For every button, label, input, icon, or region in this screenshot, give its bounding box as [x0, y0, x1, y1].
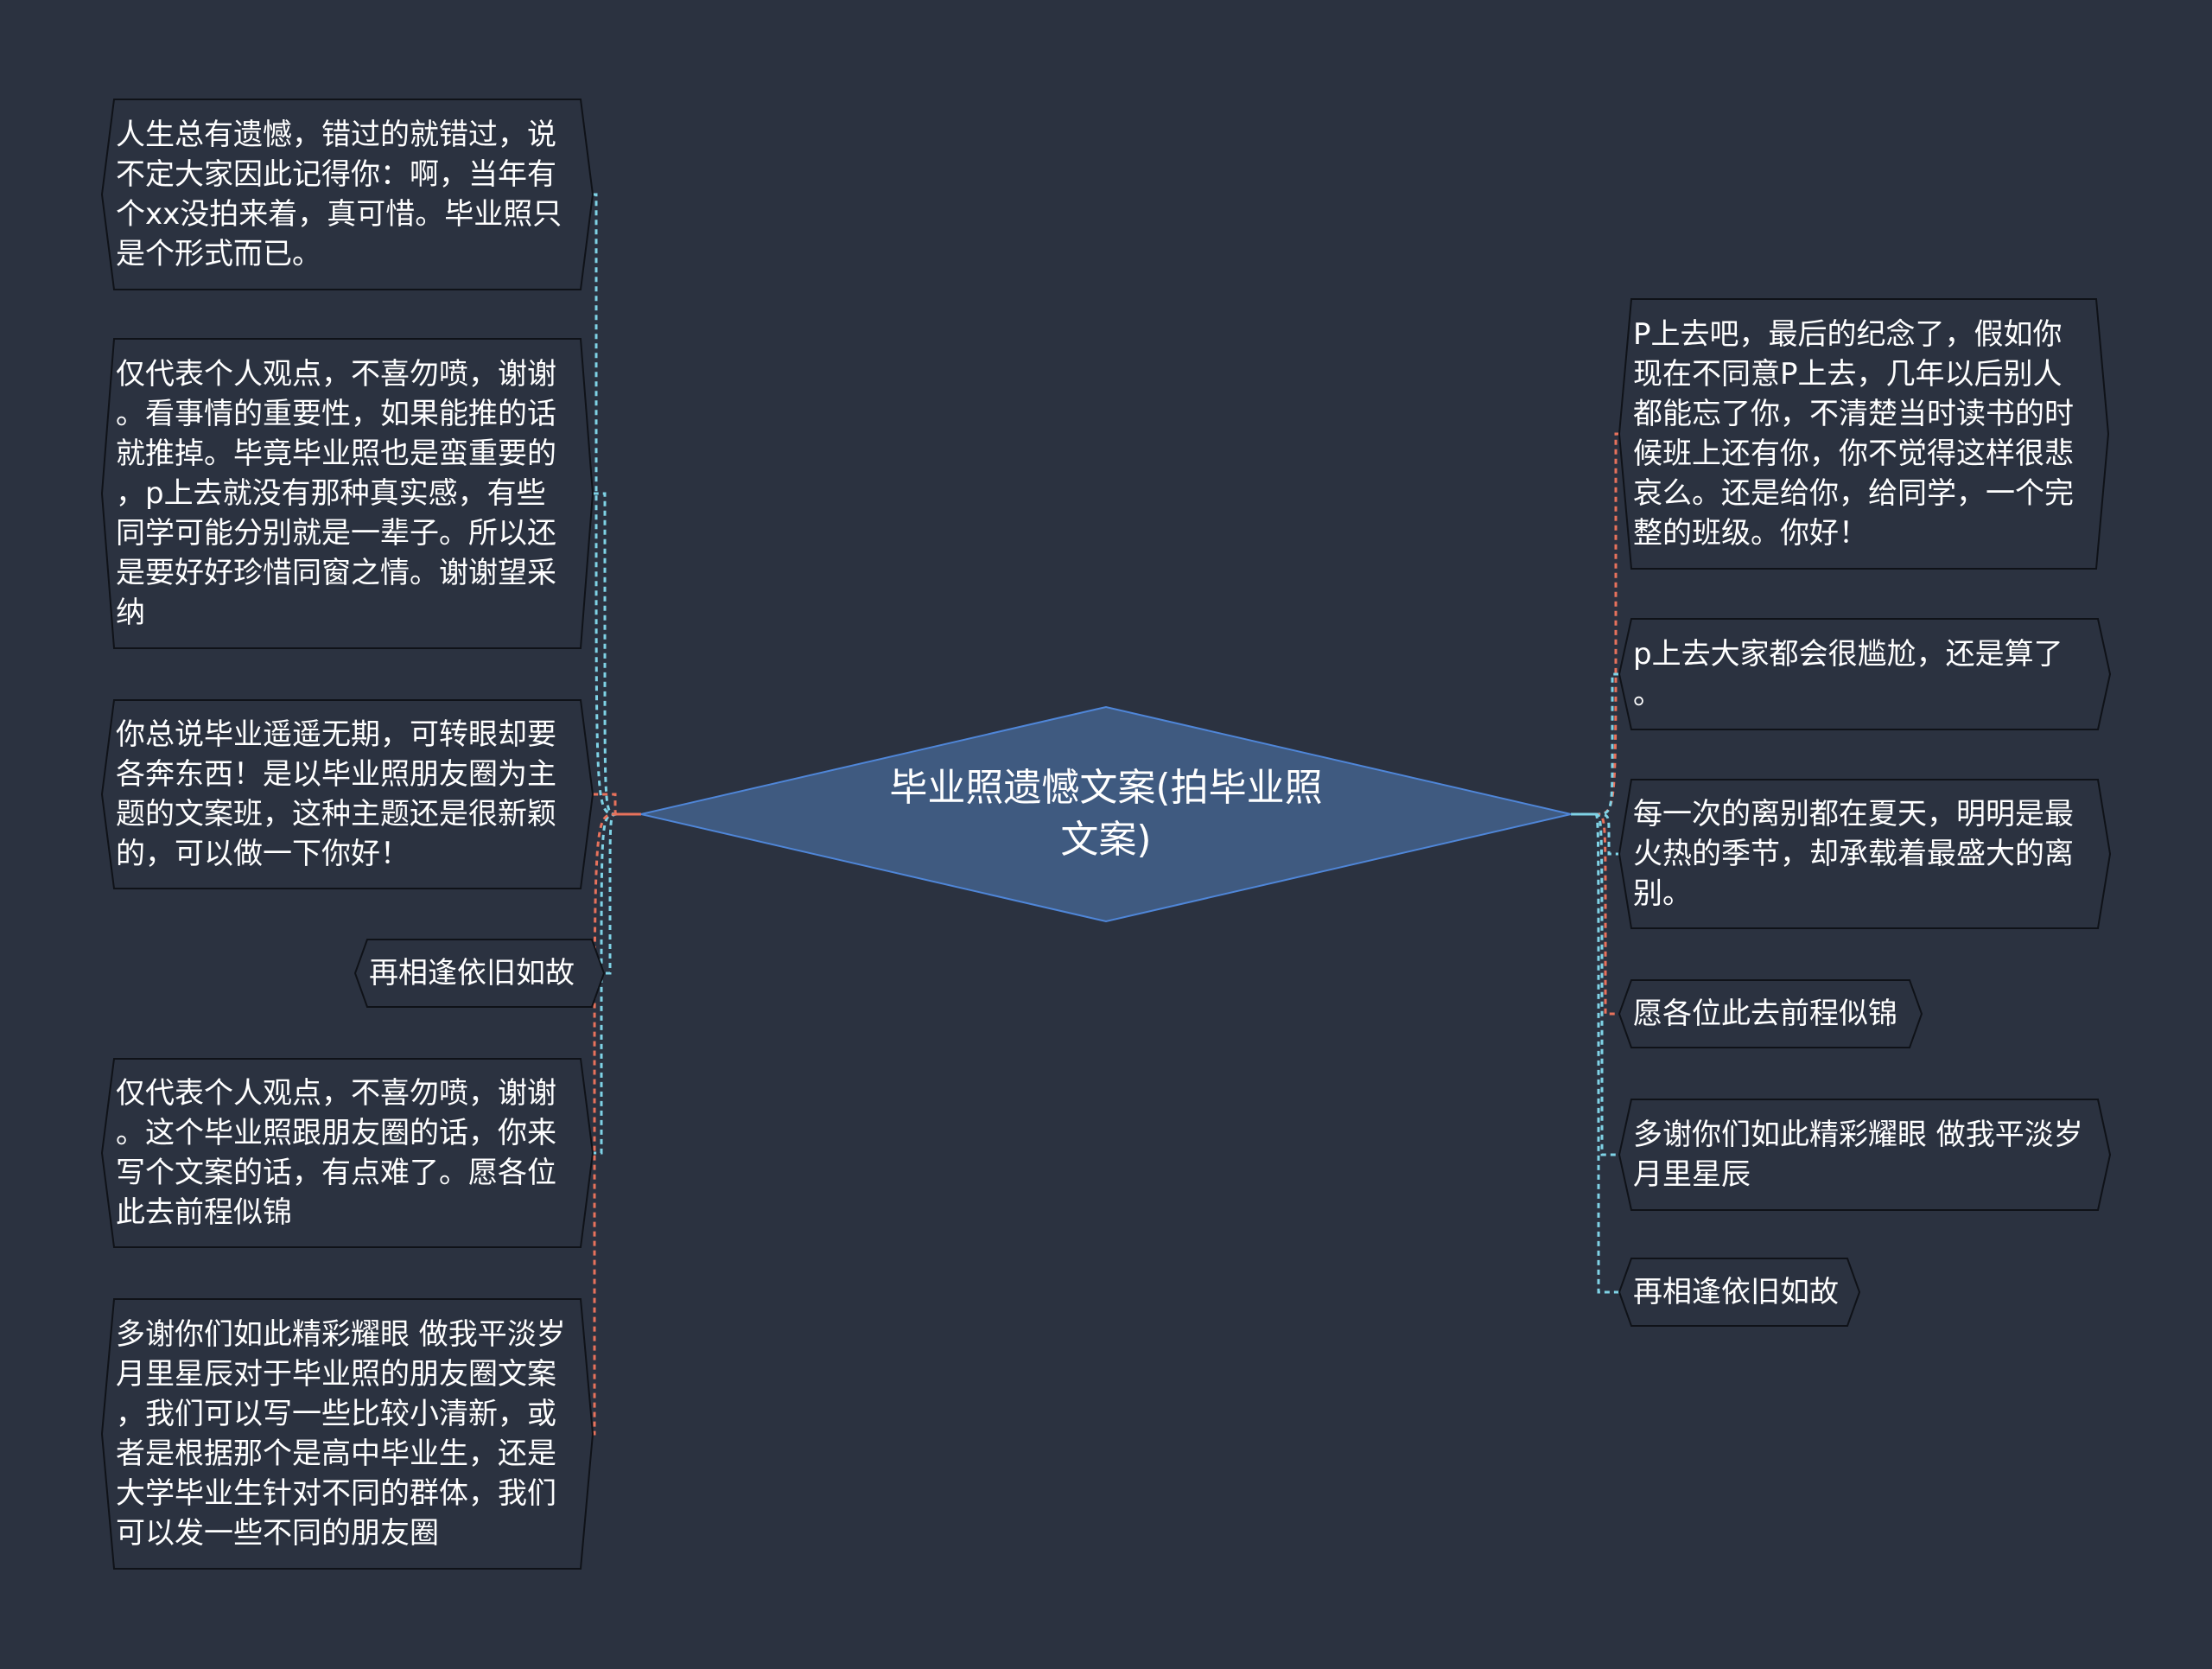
left-node-2-shape[interactable] — [100, 338, 594, 649]
right-node-4-text: 愿各位此去前程似锦 — [1633, 997, 1897, 1031]
left-node-5-text: 仅代表个人观点，不喜勿喷，谢谢 。这个毕业照跟朋友圈的话，你来 写个文案的话，有… — [116, 1076, 556, 1230]
right-node-1-text: P上去吧，最后的纪念了，假如你 现在不同意P上去，几年以后别人 都能忘了你，不清… — [1633, 317, 2074, 551]
center-node-shape[interactable] — [640, 705, 1572, 923]
left-node-5-shape[interactable] — [100, 1058, 594, 1248]
left-connector-6 — [589, 812, 618, 1436]
left-node-1-text: 人生总有遗憾，错过的就错过，说 不定大家因此记得你：啊，当年有 个xx没拍来着，… — [116, 118, 563, 271]
right-node-5-text: 多谢你们如此精彩耀眼 做我平淡岁 月里星辰 — [1633, 1118, 2083, 1192]
left-node-1-shape[interactable] — [100, 99, 594, 290]
left-node-4-text: 再相逢依旧如故 — [369, 956, 575, 991]
right-connector-5 — [1594, 812, 1623, 1156]
left-node-3-text: 你总说毕业遥遥无期，可转眼却要 各奔东西！是以毕业照朋友圈为主 题的文案班，这种… — [116, 717, 556, 871]
right-node-1-shape[interactable] — [1618, 298, 2110, 570]
right-connector-1 — [1594, 432, 1623, 816]
left-node-6-shape[interactable] — [100, 1298, 594, 1570]
left-connector-2 — [589, 492, 618, 816]
left-node-6-text: 多谢你们如此精彩耀眼 做我平淡岁 月里星辰对于毕业照的朋友圈文案 ，我们可以写一… — [116, 1317, 566, 1551]
right-node-4-shape[interactable] — [1618, 979, 1923, 1048]
left-node-3-shape[interactable] — [100, 699, 594, 889]
right-connector-6 — [1594, 812, 1623, 1294]
right-connector-2 — [1594, 672, 1623, 816]
right-node-2-text: p上去大家都会很尴尬，还是算了 。 — [1633, 637, 2063, 711]
right-node-6-shape[interactable] — [1618, 1258, 1861, 1327]
right-node-5-shape[interactable] — [1618, 1099, 2112, 1211]
left-node-2-text: 仅代表个人观点，不喜勿喷，谢谢 。看事情的重要性，如果能推的话 就推掉。毕竟毕业… — [116, 357, 556, 630]
right-node-2-shape[interactable] — [1618, 618, 2112, 730]
right-node-3-text: 每一次的离别都在夏天，明明是最 火热的季节，却承载着最盛大的离 别。 — [1633, 797, 2074, 911]
left-connector-1 — [589, 193, 618, 816]
right-node-6-text: 再相逢依旧如故 — [1633, 1275, 1839, 1309]
center-node-title: 毕业照遗憾文案(拍毕业照 文案) — [889, 766, 1323, 862]
left-node-4-shape[interactable] — [353, 939, 606, 1008]
right-connector-3 — [1594, 812, 1623, 856]
right-node-3-shape[interactable] — [1618, 779, 2112, 929]
